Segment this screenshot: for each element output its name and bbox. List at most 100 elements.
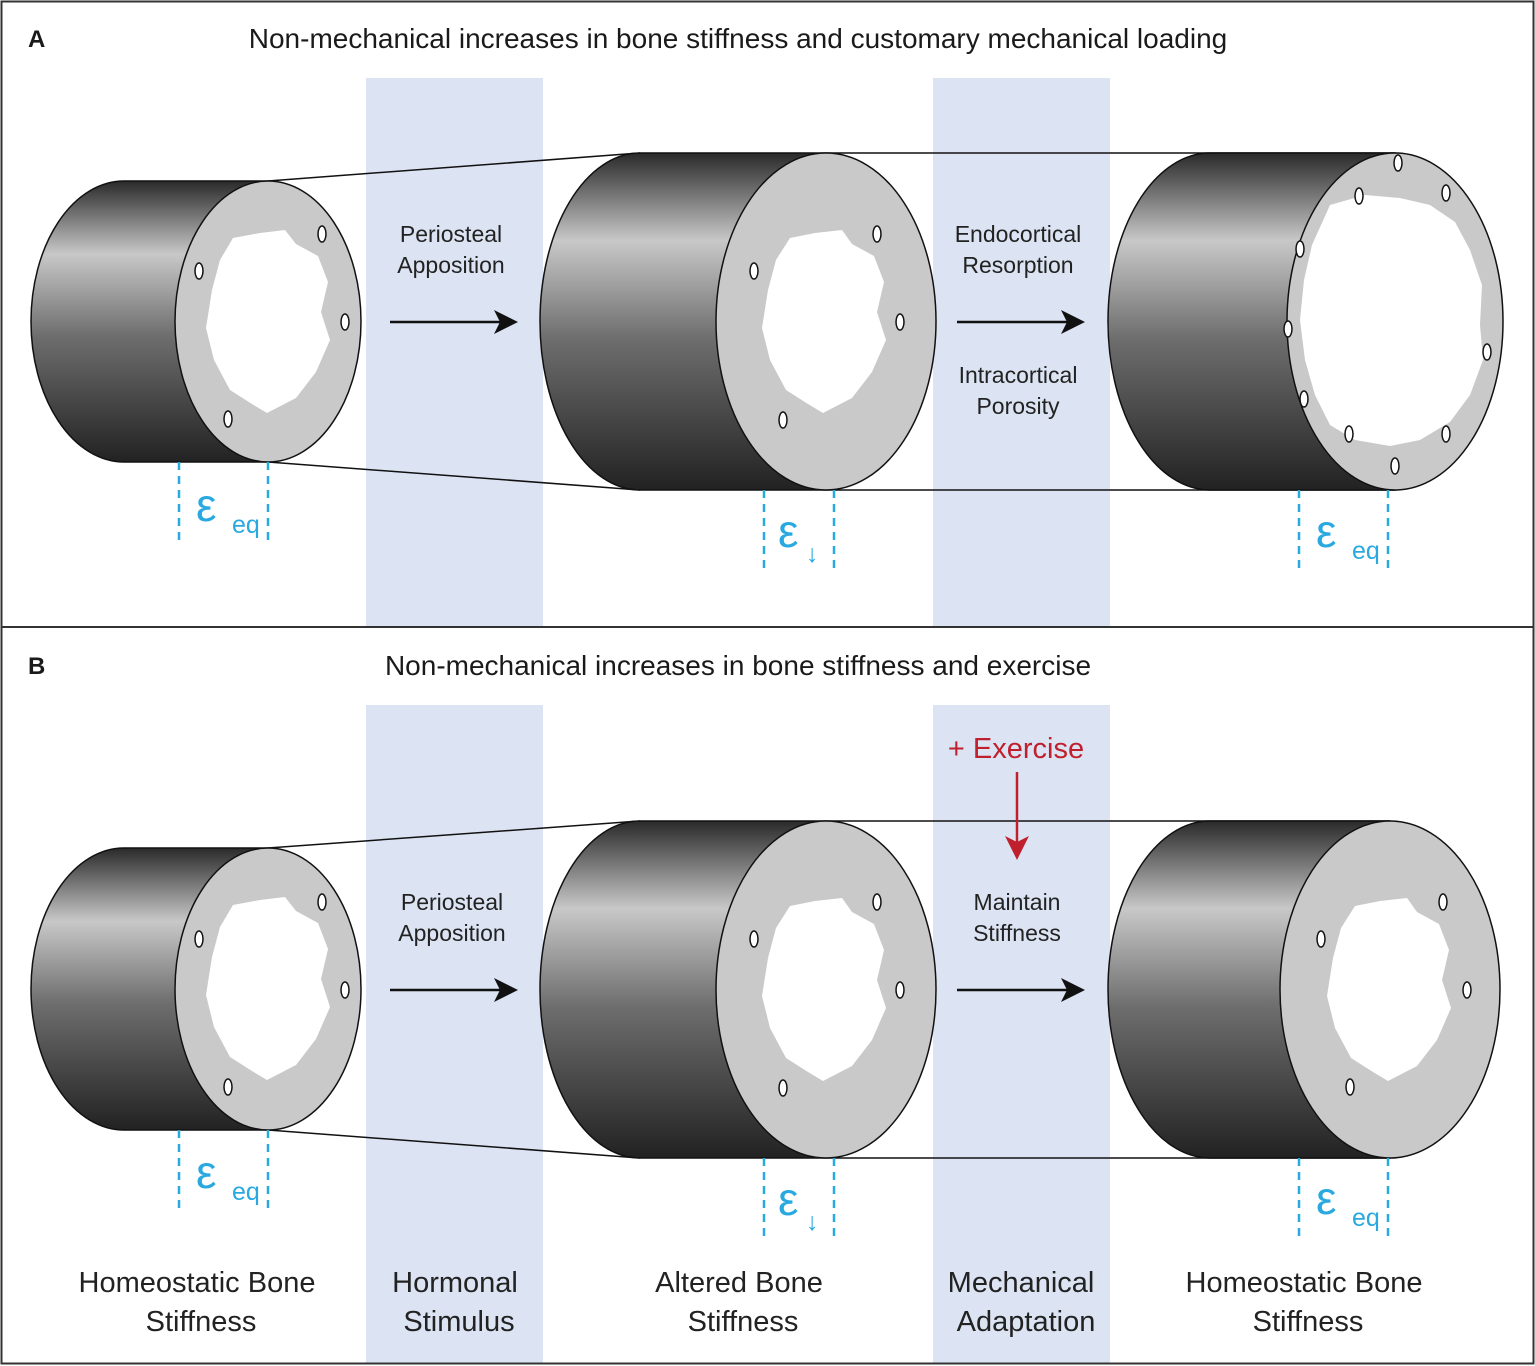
pore	[1354, 187, 1364, 205]
arrow-right-head	[494, 978, 518, 1002]
pore	[1316, 930, 1326, 948]
step-label: Porosity	[976, 393, 1060, 419]
marrow-cavity	[206, 230, 330, 413]
strain-symbol: ε	[778, 505, 799, 557]
marrow-cavity	[206, 897, 330, 1080]
pore	[317, 225, 327, 243]
panel-a: A Non-mechanical increases in bone stiff…	[28, 23, 1504, 568]
panel-a-letter: A	[28, 26, 45, 53]
step-label: Intracortical	[959, 362, 1078, 388]
stage-label-hormonal: Stimulus	[403, 1306, 514, 1338]
bone-cylinder-homeostatic-restored	[1107, 152, 1504, 491]
strain-symbol: ε	[1316, 505, 1337, 557]
strain-indicator-down: ε ↓	[762, 1158, 836, 1236]
pore	[1299, 390, 1309, 408]
pore	[340, 313, 350, 331]
pore	[872, 225, 882, 243]
step-label: Periosteal	[401, 889, 503, 915]
connector-line	[267, 461, 641, 491]
step-label: Apposition	[397, 252, 504, 278]
marrow-cavity	[762, 898, 886, 1081]
pore	[340, 981, 350, 999]
band-mechanical-a	[933, 78, 1110, 627]
stage-label-mechanical: Adaptation	[957, 1306, 1096, 1338]
bone-cylinder-homeostatic-restored	[1107, 820, 1501, 1159]
step-label: Endocortical	[955, 221, 1082, 247]
strain-indicator-down: ε ↓	[762, 490, 836, 568]
bone-cylinder-homeostatic	[30, 180, 362, 463]
pore	[1345, 1078, 1355, 1096]
stage-label-altered: Stiffness	[688, 1306, 799, 1338]
bone-cylinder-homeostatic	[30, 847, 362, 1131]
step-label: Resorption	[962, 252, 1073, 278]
strain-subscript: ↓	[806, 540, 819, 568]
stage-labels: Homeostatic Bone Stiffness Hormonal Stim…	[79, 1267, 1423, 1338]
strain-indicator-eq: ε eq	[177, 462, 270, 540]
pore	[895, 981, 905, 999]
stage-label-hormonal: Hormonal	[392, 1267, 518, 1299]
band-hormonal-b	[366, 705, 543, 1363]
pore	[223, 1078, 233, 1096]
pore	[749, 262, 759, 280]
panel-b: B Non-mechanical increases in bone stiff…	[28, 650, 1501, 1236]
pore	[317, 893, 327, 911]
strain-subscript: eq	[1352, 537, 1380, 565]
arrow-right-head	[1061, 978, 1085, 1002]
pore	[1482, 343, 1492, 361]
pore	[1393, 154, 1403, 172]
stage-label-altered: Altered Bone	[655, 1267, 823, 1299]
connector-line	[267, 152, 641, 182]
stage-label-mechanical: Mechanical	[948, 1267, 1095, 1299]
panel-b-title: Non-mechanical increases in bone stiffne…	[385, 650, 1091, 681]
strain-subscript: eq	[232, 511, 260, 539]
step-label: Periosteal	[400, 221, 502, 247]
stage-label-homeostatic-restored: Stiffness	[1253, 1306, 1364, 1338]
strain-subscript: eq	[232, 1178, 260, 1206]
marrow-cavity	[1327, 898, 1451, 1081]
stage-label-homeostatic-restored: Homeostatic Bone	[1186, 1267, 1423, 1299]
strain-symbol: ε	[1316, 1172, 1337, 1224]
strain-indicator-eq: ε eq	[1297, 1158, 1390, 1236]
strain-symbol: ε	[778, 1173, 799, 1225]
strain-indicator-eq: ε eq	[177, 1130, 270, 1208]
pore	[778, 411, 788, 429]
pore	[1283, 320, 1293, 338]
stage-label-homeostatic: Stiffness	[146, 1306, 257, 1338]
exercise-label: + Exercise	[948, 733, 1084, 765]
connector-line	[267, 820, 641, 849]
band-mechanical-b	[933, 705, 1110, 1363]
step-label: Stiffness	[973, 920, 1061, 946]
marrow-cavity	[762, 230, 886, 413]
band-mechanical-adaptation	[933, 78, 1110, 1363]
strain-symbol: ε	[196, 1146, 217, 1198]
pore	[895, 313, 905, 331]
pore	[749, 930, 759, 948]
stage-label-homeostatic: Homeostatic Bone	[79, 1267, 316, 1299]
panel-b-letter: B	[28, 653, 45, 680]
step-label: Maintain	[974, 889, 1061, 915]
connector-line	[267, 1129, 641, 1159]
band-hormonal-a	[366, 78, 543, 627]
pore	[1441, 184, 1451, 202]
arrow-right-head	[1061, 310, 1085, 334]
bone-cylinder-altered	[539, 820, 937, 1159]
strain-subscript: eq	[1352, 1204, 1380, 1232]
bone-cylinder-altered	[539, 152, 937, 491]
pore	[1344, 425, 1354, 443]
pore	[1295, 240, 1305, 258]
step-label: Apposition	[398, 920, 505, 946]
pore	[1462, 981, 1472, 999]
pore	[872, 893, 882, 911]
strain-subscript: ↓	[806, 1208, 819, 1236]
pore	[194, 262, 204, 280]
pore	[194, 930, 204, 948]
strain-indicator-eq: ε eq	[1297, 490, 1390, 568]
band-hormonal-stimulus	[366, 78, 543, 1363]
arrow-right-head	[494, 310, 518, 334]
pore	[1441, 425, 1451, 443]
pore	[1438, 893, 1448, 911]
marrow-cavity	[1300, 195, 1483, 446]
pore	[1390, 457, 1400, 475]
